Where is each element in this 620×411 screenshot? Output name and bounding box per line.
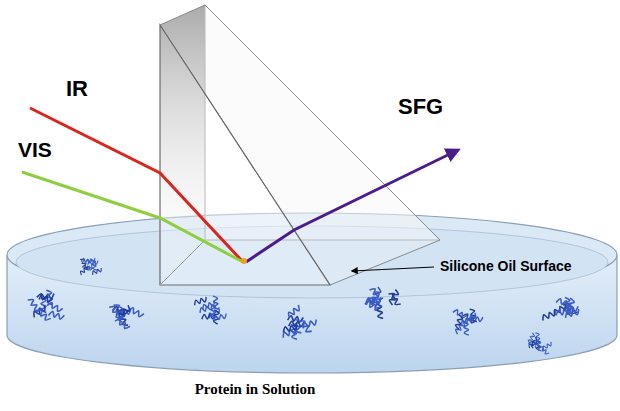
protein-molecule	[80, 258, 101, 275]
protein-strand	[529, 339, 537, 348]
protein-strand	[128, 308, 144, 317]
protein-strand	[367, 298, 381, 308]
protein-molecule	[365, 287, 401, 318]
protein-molecule	[195, 296, 226, 324]
protein-strand	[539, 347, 549, 354]
protein-molecule	[543, 298, 579, 321]
protein-strand	[81, 266, 88, 275]
protein-strand	[37, 294, 53, 302]
vis-beam	[22, 172, 243, 262]
protein-strand	[28, 300, 40, 311]
leader-arrow	[352, 267, 434, 271]
protein-strand	[453, 310, 467, 318]
surface-label: Silicone Oil Surface	[438, 258, 574, 274]
sfg-beam	[246, 150, 458, 262]
protein-strand	[289, 305, 300, 318]
protein-molecule	[109, 305, 144, 328]
protein-molecule	[283, 305, 316, 339]
protein-strand	[543, 310, 555, 320]
beam-label: IR	[66, 76, 88, 101]
beam-label: SFG	[398, 94, 443, 119]
laser-beams	[22, 108, 458, 264]
protein-molecule	[28, 290, 65, 320]
protein-strand	[211, 304, 216, 317]
protein-strand	[36, 310, 50, 320]
protein-molecule	[453, 309, 483, 335]
caption-label: Protein in Solution	[195, 381, 316, 398]
protein-strand	[543, 342, 551, 350]
protein-strand	[535, 333, 540, 343]
beam-label: VIS	[18, 138, 52, 162]
beam-spot	[241, 258, 247, 264]
prism	[160, 5, 440, 285]
protein-strand	[109, 307, 122, 318]
protein-strand	[49, 312, 65, 320]
protein-strand	[565, 298, 570, 313]
protein-molecule	[528, 333, 551, 354]
protein-strand	[283, 325, 297, 333]
protein-strand	[299, 321, 312, 332]
protein-strand	[390, 289, 399, 305]
protein-strand	[466, 313, 476, 324]
protein-strand	[88, 262, 96, 271]
protein-strand	[115, 319, 130, 329]
